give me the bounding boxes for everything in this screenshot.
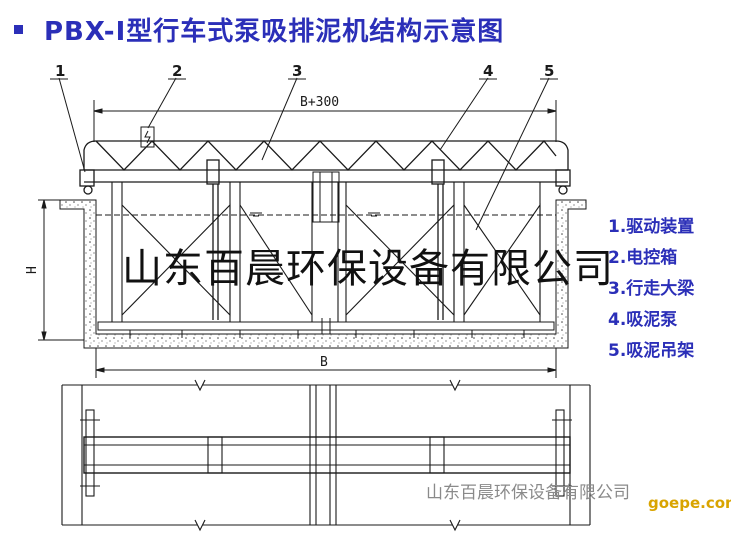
suction-pumps: [206, 159, 445, 320]
callout-1: 1: [55, 62, 65, 80]
legend-item-beam: 3.行走大梁: [608, 279, 695, 299]
dimension-top: [93, 100, 557, 142]
dimension-bottom-label: B: [320, 355, 328, 370]
legend-item-hanger: 5.吸泥吊架: [608, 341, 695, 361]
dimension-top-label: B+300: [300, 95, 339, 110]
callout-leaders: [50, 77, 558, 231]
page-title: PBX-Ⅰ型行车式泵吸排泥机结构示意图: [44, 17, 505, 47]
callout-2: 2: [172, 62, 182, 80]
dimension-height: [38, 199, 84, 341]
title-bullet-icon: [14, 25, 23, 34]
plan-view: [61, 379, 591, 532]
tank-walls: [59, 199, 587, 349]
site-logo: goepe.com: [648, 494, 731, 512]
control-box: [140, 126, 155, 148]
legend-item-pump: 4.吸泥泵: [608, 310, 678, 330]
suction-hangers: [111, 182, 541, 322]
discharge-trough: [312, 171, 340, 223]
dimension-bottom: [95, 348, 557, 378]
watermark-center: 山东百晨环保设备有限公司: [122, 246, 614, 292]
callout-3: 3: [292, 62, 302, 80]
callout-5: 5: [544, 62, 554, 80]
legend-item-control-box: 2.电控箱: [608, 248, 678, 268]
legend-item-drive: 1.驱动装置: [608, 217, 695, 237]
bridge-truss: [79, 140, 571, 195]
callout-4: 4: [483, 62, 493, 80]
watermark-bottom: 山东百晨环保设备有限公司: [426, 483, 630, 503]
title-row: PBX-Ⅰ型行车式泵吸排泥机结构示意图: [0, 0, 731, 50]
suction-pipe: [97, 318, 555, 338]
dimension-height-label: H: [25, 266, 40, 274]
legend: 1.驱动装置 2.电控箱 3.行走大梁 4.吸泥泵 5.吸泥吊架: [608, 212, 694, 367]
